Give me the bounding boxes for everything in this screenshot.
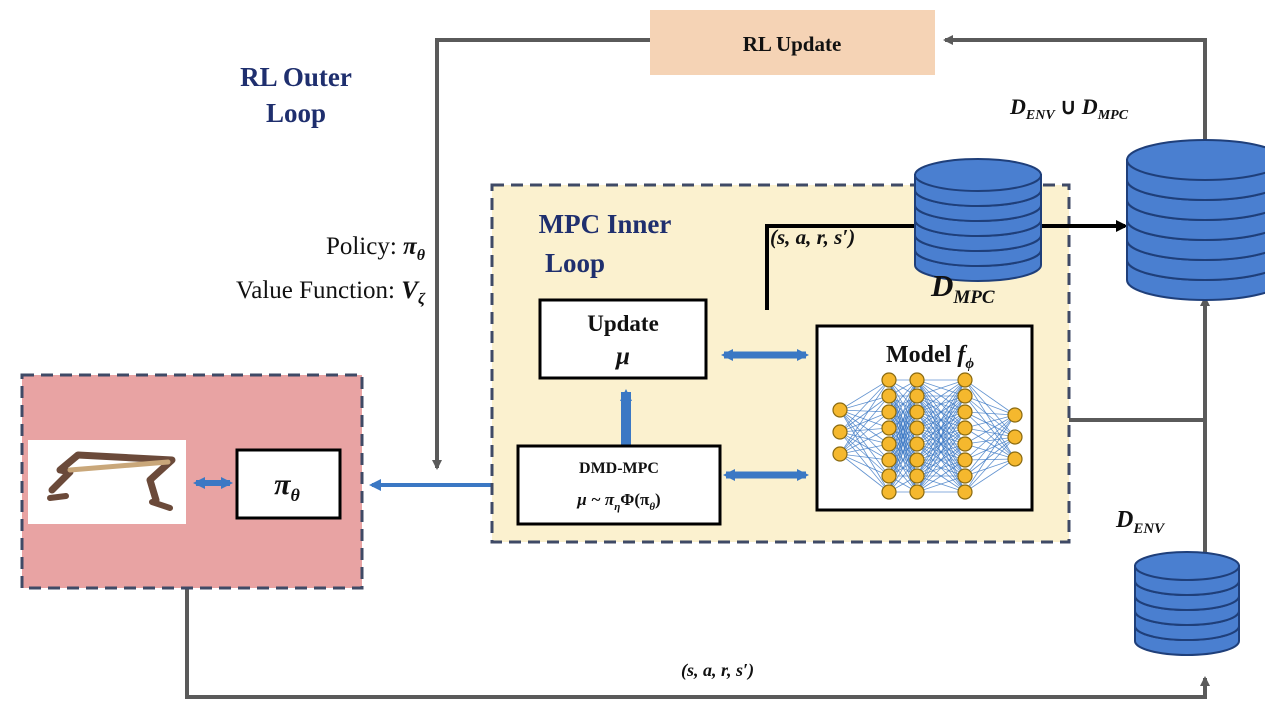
- nn-neuron: [909, 484, 925, 500]
- update-mu-box: [538, 298, 708, 380]
- transition-bottom-label: (s, a, r, s′): [681, 660, 754, 681]
- union-label: DENV ∪ DMPC: [1009, 94, 1129, 123]
- nn-neuron: [909, 468, 925, 484]
- transition-top-label: (s, a, r, s′): [770, 225, 855, 249]
- policy-box: [235, 448, 342, 520]
- value-function-label: Value Function: Vζ: [236, 277, 426, 308]
- nn-neuron: [957, 468, 973, 484]
- inner-loop-title-line2: Loop: [545, 248, 605, 278]
- nn-neuron: [832, 402, 848, 418]
- agent-environment-box: πθ: [20, 373, 364, 590]
- nn-neuron: [909, 372, 925, 388]
- dmd-mpc-line1: DMD-MPC: [579, 460, 659, 477]
- nn-neuron: [1007, 451, 1023, 467]
- d-mpc-label: DMPC: [930, 268, 995, 308]
- nn-neuron: [881, 404, 897, 420]
- nn-neuron: [957, 436, 973, 452]
- update-mu-line2: μ: [614, 343, 630, 370]
- nn-neuron: [957, 484, 973, 500]
- nn-neuron: [1007, 407, 1023, 423]
- nn-neuron: [881, 420, 897, 436]
- database-disk: [914, 158, 1042, 207]
- arrow-to-rl-update: [943, 35, 1207, 160]
- half-cheetah-icon: [47, 451, 176, 511]
- nn-neuron: [1007, 429, 1023, 445]
- dmd-mpc-box: [516, 444, 722, 526]
- database-disk: [1126, 139, 1265, 201]
- policy-label: Policy: πθ: [326, 233, 426, 264]
- database-disk: [1134, 551, 1240, 596]
- dmd-mpc-line2: μ ~ πηΦ(πθ): [576, 490, 660, 513]
- nn-neuron: [909, 404, 925, 420]
- nn-neuron: [832, 424, 848, 440]
- neural-network-icon: [832, 372, 1023, 500]
- nn-neuron: [881, 436, 897, 452]
- update-mu-line1: Update: [587, 311, 659, 336]
- rl-update-box: RL Update: [650, 10, 935, 75]
- nn-neuron: [881, 388, 897, 404]
- outer-loop-title-line2: Loop: [266, 98, 326, 128]
- nn-neuron: [909, 452, 925, 468]
- rl-update-label: RL Update: [743, 32, 842, 56]
- nn-neuron: [881, 372, 897, 388]
- mpc-buffer-database: [914, 158, 1042, 282]
- nn-neuron: [832, 446, 848, 462]
- nn-neuron: [957, 404, 973, 420]
- model-label: Model fϕ: [886, 342, 974, 372]
- nn-neuron: [909, 388, 925, 404]
- nn-neuron: [881, 452, 897, 468]
- nn-neuron: [957, 372, 973, 388]
- robot-image: [28, 440, 186, 524]
- nn-neuron: [957, 388, 973, 404]
- nn-neuron: [881, 468, 897, 484]
- nn-neuron: [909, 420, 925, 436]
- d-env-label: DENV: [1115, 507, 1166, 537]
- policy-box-label: πθ: [274, 468, 300, 505]
- outer-loop-title-line1: RL Outer: [240, 62, 352, 92]
- arrow-rl-update-to-policy: [432, 38, 650, 470]
- nn-neuron: [909, 436, 925, 452]
- env-buffer-database: [1134, 551, 1240, 656]
- nn-neuron: [957, 420, 973, 436]
- nn-neuron: [881, 484, 897, 500]
- union-buffer-database: [1126, 139, 1265, 301]
- nn-neuron: [957, 452, 973, 468]
- outer-loop-arrows: [185, 35, 1210, 699]
- inner-loop-title-line1: MPC Inner: [539, 209, 672, 239]
- arrow-env-data: [185, 588, 1210, 699]
